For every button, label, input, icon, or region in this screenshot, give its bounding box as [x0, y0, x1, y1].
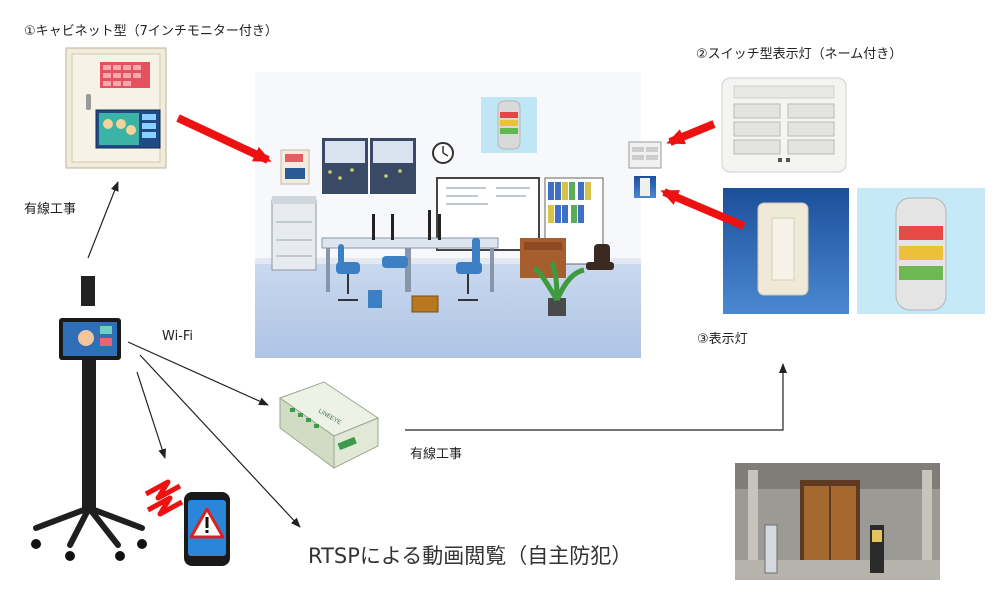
cabinet-label: ①キャビネット型（7インチモニター付き） — [24, 24, 278, 39]
indicator-devices — [723, 188, 985, 314]
cabinet-device — [65, 47, 167, 169]
signal-zigzag-icon — [144, 479, 182, 501]
connector-lines — [87, 181, 787, 528]
entrance-photo — [735, 463, 940, 580]
smartphone — [144, 479, 230, 566]
network-controller: LINEEYE — [278, 381, 380, 469]
indicator-label: ③表示灯 — [697, 332, 748, 347]
wired-left-label: 有線工事 — [24, 202, 77, 217]
switch-light-label: ②スイッチ型表示灯（ネーム付き） — [696, 47, 903, 62]
wifi-label: Wi-Fi — [162, 329, 194, 344]
clock-icon — [432, 142, 454, 164]
rtsp-label: RTSPによる動画閲覧（自主防犯） — [308, 544, 633, 568]
highlight-arrows — [176, 114, 746, 230]
office-scene — [255, 72, 662, 358]
kiosk-terminal — [31, 276, 147, 561]
switch-light-device — [721, 77, 847, 173]
warning-icon — [189, 507, 225, 539]
wired-bottom-label: 有線工事 — [410, 447, 463, 462]
